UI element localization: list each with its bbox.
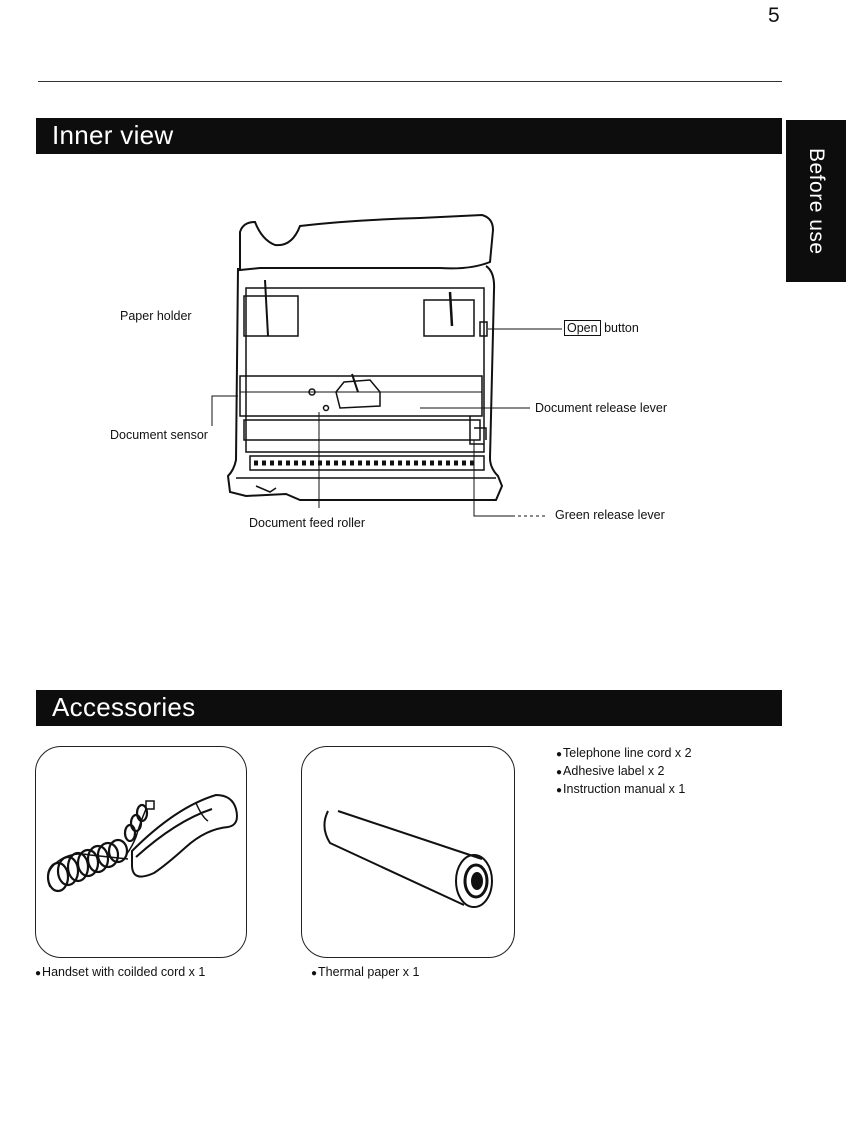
- bullet-icon: ●: [556, 749, 563, 760]
- section-tab-label: Before use: [805, 147, 828, 255]
- list-item: ●Adhesive label x 2: [556, 763, 692, 781]
- fax-inner-view-illustration: [211, 213, 562, 517]
- thermal-paper-illustration: [323, 810, 493, 908]
- document-release-lever-label: Document release lever: [535, 401, 668, 415]
- page-number: 5: [768, 4, 780, 27]
- green-release-lever-label: Green release lever: [555, 508, 665, 522]
- thermal-paper-image-box: [301, 746, 515, 958]
- section-tab: Before use: [786, 120, 846, 282]
- open-button-suffix: button: [604, 321, 639, 335]
- list-item-text: Instruction manual x 1: [563, 782, 686, 796]
- header-rule: [38, 81, 782, 82]
- document-feed-roller-label: Document feed roller: [249, 516, 366, 530]
- handset-caption-text: Handset with coilded cord x 1: [42, 965, 206, 979]
- list-item: ●Instruction manual x 1: [556, 781, 692, 799]
- accessories-list: ●Telephone line cord x 2 ●Adhesive label…: [556, 745, 692, 799]
- thermal-paper-caption-text: Thermal paper x 1: [318, 965, 420, 979]
- bullet-icon: ●: [311, 968, 318, 979]
- handset-illustration: [46, 793, 238, 893]
- handset-caption: ●Handset with coilded cord x 1: [35, 965, 205, 979]
- bullet-icon: ●: [556, 767, 563, 778]
- bullet-icon: ●: [35, 968, 42, 979]
- paper-holder-label: Paper holder: [120, 309, 192, 323]
- open-key-label: Open: [564, 320, 601, 336]
- open-button-label: Open button: [564, 320, 639, 336]
- inner-view-heading: Inner view: [36, 118, 782, 154]
- list-item: ●Telephone line cord x 2: [556, 745, 692, 763]
- bullet-icon: ●: [556, 785, 563, 796]
- document-sensor-label: Document sensor: [110, 428, 208, 442]
- handset-image-box: [35, 746, 247, 958]
- accessories-heading: Accessories: [36, 690, 782, 726]
- thermal-paper-caption: ●Thermal paper x 1: [311, 965, 419, 979]
- list-item-text: Adhesive label x 2: [563, 764, 665, 778]
- list-item-text: Telephone line cord x 2: [563, 746, 692, 760]
